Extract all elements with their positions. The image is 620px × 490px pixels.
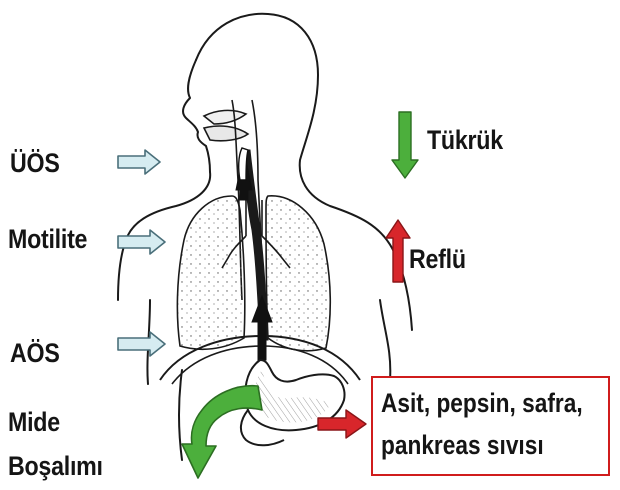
reflu-up-arrow — [386, 220, 410, 282]
motilite-pointer-arrow — [118, 230, 165, 254]
content-box-line1: Asit, pepsin, safra, — [381, 388, 583, 419]
mide-label-line1: Mide — [8, 407, 60, 438]
uos-pointer-arrow — [118, 150, 160, 174]
tukruk-label: Tükrük — [427, 125, 503, 156]
right-lung — [266, 196, 330, 351]
right-side-outline — [380, 300, 390, 380]
uos-label: ÜÖS — [10, 148, 60, 179]
motilite-label: Motilite — [8, 224, 87, 255]
nasal-cavity — [204, 110, 246, 124]
oral-cavity — [204, 126, 248, 141]
reflu-label: Reflü — [409, 244, 466, 275]
reflux-content-box: Asit, pepsin, safra, pankreas sıvısı — [371, 376, 610, 476]
aos-pointer-arrow — [118, 332, 165, 356]
mide-label-line2: Boşalımı — [8, 451, 103, 482]
pointer-arrows — [118, 150, 165, 356]
content-box-line2: pankreas sıvısı — [381, 430, 544, 461]
left-lung — [177, 196, 244, 349]
left-side-outline — [179, 370, 182, 460]
mide-curved-arrow — [182, 386, 262, 478]
tukruk-down-arrow — [392, 112, 418, 178]
aos-label: AÖS — [10, 338, 60, 369]
throat-highlight — [239, 148, 248, 180]
